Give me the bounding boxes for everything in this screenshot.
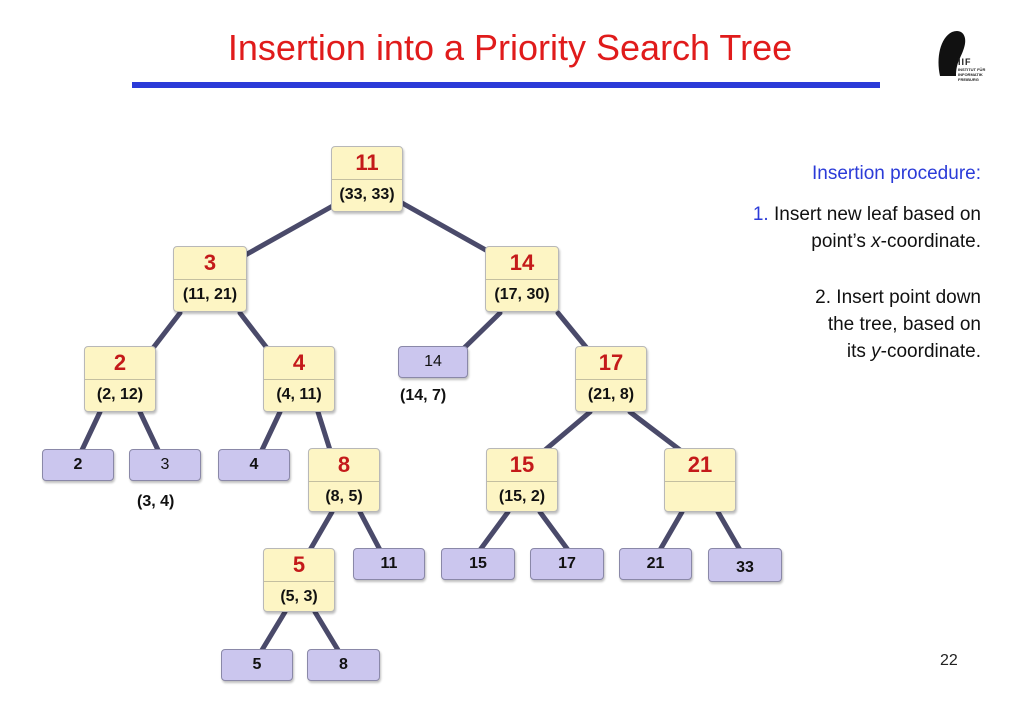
node-key: 4: [264, 347, 334, 380]
node-point: (33, 33): [339, 186, 395, 203]
point-label-3-4: (3, 4): [137, 493, 175, 510]
node-3: 3 (11, 21): [173, 246, 247, 312]
institute-logo: [934, 28, 994, 80]
node-point: [665, 482, 735, 512]
edge: [477, 509, 511, 553]
edge: [147, 310, 183, 355]
node-point: (15, 2): [498, 488, 546, 505]
edge: [627, 409, 683, 453]
edge: [537, 509, 571, 553]
edge: [357, 509, 383, 553]
node-11: 11 (33, 33): [331, 146, 403, 212]
node-17: 17 (21, 8): [575, 346, 647, 412]
edge: [542, 409, 593, 453]
node-key: 5: [264, 549, 334, 582]
procedure-heading: Insertion procedure:: [812, 163, 981, 184]
edge: [715, 509, 743, 553]
node-point: (4, 11): [276, 386, 322, 403]
node-key: 14: [486, 247, 558, 280]
leaf-21: 21: [619, 548, 692, 580]
leaf-11: 11: [353, 548, 425, 580]
leaf-8: 8: [307, 649, 380, 681]
point-label-14-7: (14, 7): [400, 387, 447, 404]
leaf-33: 33: [708, 548, 782, 582]
node-8: 8 (8, 5): [308, 448, 380, 512]
procedure-step-2: 2. Insert point down the tree, based on …: [815, 287, 981, 362]
edge: [312, 609, 341, 653]
slide-title: Insertion into a Priority Search Tree: [227, 27, 793, 68]
edge: [237, 310, 273, 355]
leaf-4: 4: [218, 449, 290, 481]
node-4: 4 (4, 11): [263, 346, 335, 412]
node-point: (21, 8): [587, 386, 635, 403]
node-2: 2 (2, 12): [84, 346, 156, 412]
edge: [457, 310, 503, 355]
page-number: 22: [940, 652, 958, 669]
node-point: (5, 3): [280, 588, 318, 605]
leaf-3: 3: [129, 449, 201, 481]
leaf-17: 17: [530, 548, 604, 580]
node-key: 2: [85, 347, 155, 380]
leaf-2: 2: [42, 449, 114, 481]
node-key: 8: [309, 449, 379, 482]
node-point: (17, 30): [494, 286, 550, 303]
node-key: 21: [665, 449, 735, 482]
edge: [259, 409, 283, 453]
edge: [399, 200, 503, 261]
title-underline: [132, 82, 880, 88]
node-5: 5 (5, 3): [263, 548, 335, 612]
node-key: 15: [487, 449, 557, 482]
procedure-step-1: 1. Insert new leaf based on point’s x-co…: [752, 204, 981, 252]
step-number: 1.: [752, 204, 769, 225]
leaf-5: 5: [221, 649, 293, 681]
node-key: 11: [332, 147, 402, 180]
edge: [259, 609, 288, 653]
edge: [657, 509, 685, 553]
edge: [315, 409, 333, 453]
node-key: 17: [576, 347, 646, 380]
logo-text: IIF INSTITUT FÜR INFORMATIK FREIBURG: [958, 57, 986, 83]
node-point: (2, 12): [96, 386, 144, 403]
edge: [237, 200, 341, 261]
edge: [555, 310, 593, 355]
node-14: 14 (17, 30): [485, 246, 559, 312]
node-21: 21: [664, 448, 736, 512]
node-point: (8, 5): [325, 488, 363, 505]
leaf-15: 15: [441, 548, 515, 580]
node-15: 15 (15, 2): [486, 448, 558, 512]
edge: [79, 409, 103, 453]
edge: [137, 409, 161, 453]
leaf-14: 14: [398, 346, 468, 378]
node-key: 3: [174, 247, 246, 280]
edge: [307, 509, 335, 553]
node-point: (11, 21): [182, 286, 238, 303]
